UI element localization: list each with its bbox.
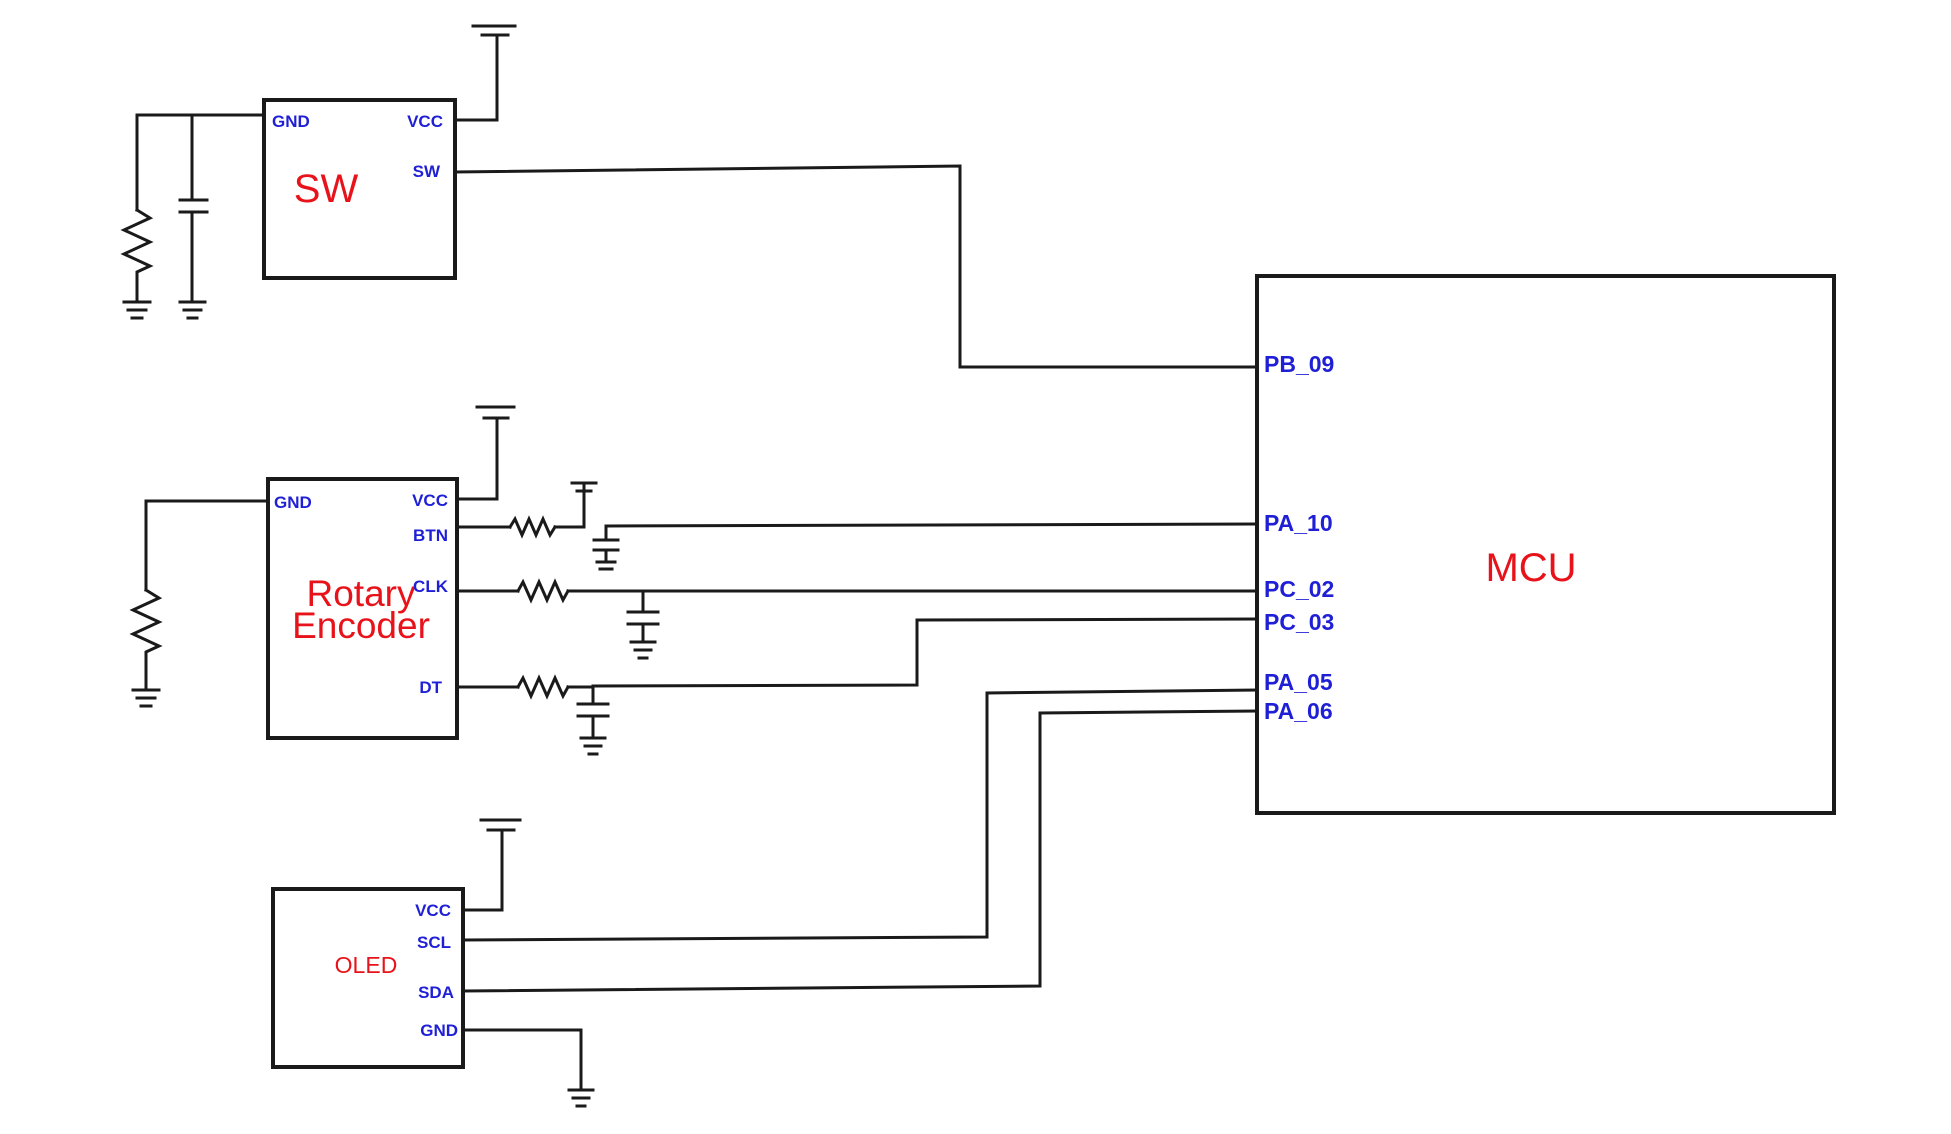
sw-box [262, 98, 457, 280]
encoder-pin-gnd: GND [274, 493, 312, 512]
resistor-icon [129, 587, 163, 692]
mcu-module: MCU PB_09 PA_10 PC_02 PC_03 PA_05 PA_06 [1255, 274, 1836, 815]
resistor-icon [120, 207, 154, 304]
net-sda-to-pa06 [461, 709, 1259, 993]
resistor-icon [515, 578, 571, 604]
mcu-pin-pa06: PA_06 [1264, 698, 1333, 724]
ground-icon [131, 688, 161, 708]
oled-pin-gnd: GND [420, 1021, 458, 1040]
mcu-box [1255, 274, 1836, 815]
ground-icon [567, 1088, 595, 1108]
capacitor-icon [626, 589, 660, 660]
encoder-pin-vcc: VCC [412, 491, 448, 510]
oled-pin-vcc: VCC [415, 901, 451, 920]
encoder-pin-btn: BTN [413, 526, 448, 545]
oled-pin-scl: SCL [417, 933, 451, 952]
power-rail-icon [471, 24, 517, 37]
oled-label: OLED [335, 952, 398, 978]
oled-gnd-wire [461, 1028, 583, 1092]
encoder-pin-dt: DT [419, 678, 442, 697]
encoder-gnd-wire [144, 499, 270, 592]
net-sw-to-pb09 [453, 164, 1259, 369]
encoder-vcc-wire [455, 416, 499, 501]
mcu-pin-pb09: PB_09 [1264, 351, 1334, 377]
mcu-pin-pc03: PC_03 [1264, 609, 1334, 635]
oled-box [271, 887, 465, 1069]
sw-pin-gnd: GND [272, 112, 310, 131]
sw-gnd-wire [135, 113, 266, 212]
capacitor-icon [592, 525, 620, 571]
ground-icon [178, 300, 207, 320]
resistor-icon [507, 515, 558, 539]
sw-pin-vcc: VCC [407, 112, 443, 131]
net-btn-to-pa10 [604, 522, 1259, 528]
resistor-icon [515, 674, 571, 700]
capacitor-icon [178, 198, 209, 304]
sw-vcc-wire [453, 33, 499, 122]
net-dt-to-pc03 [591, 617, 1259, 688]
mcu-pin-pa05: PA_05 [1264, 669, 1333, 695]
rotary-encoder-module: Rotary Encoder GND VCC BTN CLK DT [129, 405, 660, 756]
oled-module: OLED VCC SCL SDA GND [271, 818, 595, 1108]
sw-label: SW [294, 167, 359, 211]
encoder-pin-clk: CLK [413, 577, 449, 596]
encoder-label-line1: Rotary [307, 573, 416, 614]
capacitor-icon [576, 685, 610, 756]
encoder-label-line2: Encoder [292, 605, 430, 646]
net-scl-to-pa05 [461, 688, 1259, 942]
power-rail-icon [475, 405, 516, 420]
mcu-pin-pc02: PC_02 [1264, 576, 1334, 602]
oled-vcc-wire [461, 828, 504, 912]
ground-icon [122, 300, 152, 320]
oled-pin-sda: SDA [418, 983, 454, 1002]
sw-pin-sw: SW [413, 162, 441, 181]
power-rail-icon [479, 818, 522, 832]
mcu-label: MCU [1485, 546, 1576, 590]
encoder-box [266, 477, 459, 740]
ground-icon [570, 481, 598, 529]
mcu-pin-pa10: PA_10 [1264, 510, 1333, 536]
sw-module: SW GND VCC SW [120, 24, 517, 320]
